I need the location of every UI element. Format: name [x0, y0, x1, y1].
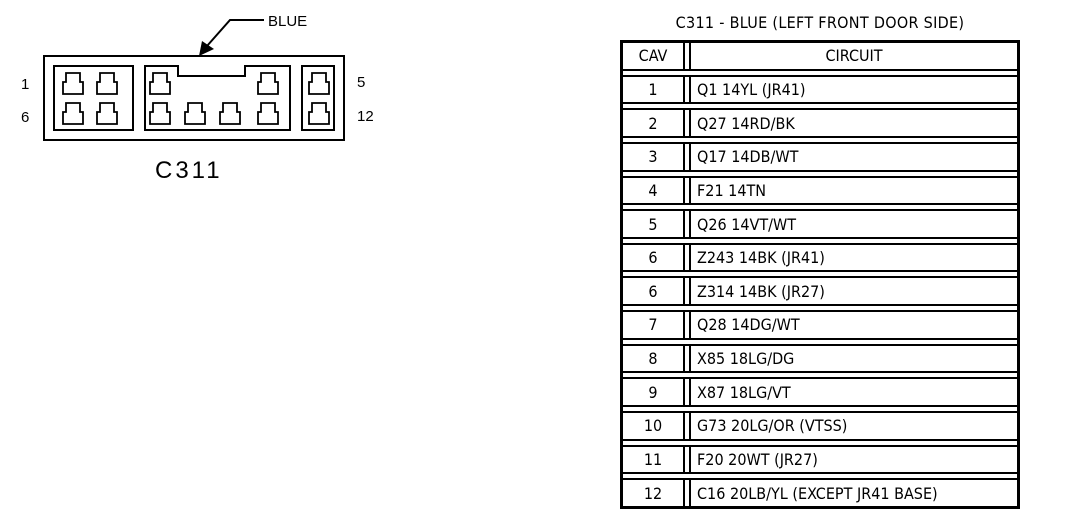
- connector-name: C311: [155, 157, 223, 184]
- cav-cell: 8: [623, 345, 685, 372]
- table-row: 10 G73 20LG/OR (VTSS): [623, 411, 1017, 441]
- circuit-cell: Z314 14BK (JR27): [689, 278, 1017, 305]
- table-title: C311 - BLUE (LEFT FRONT DOOR SIDE): [675, 13, 965, 32]
- circuit-cell: Q27 14RD/BK: [689, 110, 1017, 136]
- connector-housing: [43, 55, 345, 141]
- connector-diagram: BLUE 1 6 5 12 C311: [21, 13, 374, 184]
- table-row: 12 C16 20LB/YL (EXCEPT JR41 BASE): [623, 478, 1017, 506]
- circuit-cell: X87 18LG/VT: [689, 379, 1017, 406]
- table-row: 8 X85 18LG/DG: [623, 343, 1017, 374]
- circuit-cell: X85 18LG/DG: [689, 345, 1017, 372]
- terminal-cavity: [62, 72, 84, 95]
- terminal-cavity: [257, 72, 279, 95]
- header-cav: CAV: [623, 43, 685, 69]
- terminal-cavity: [62, 102, 84, 125]
- circuit-cell: Q17 14DB/WT: [689, 143, 1017, 170]
- circuit-cell: F20 20WT (JR27): [689, 446, 1017, 473]
- cavity-block-right: [301, 65, 335, 131]
- terminal-cavity: [96, 72, 118, 95]
- terminal-cavity: [184, 102, 206, 125]
- circuit-cell: Q26 14VT/WT: [689, 211, 1017, 237]
- cavity-block-left: [53, 65, 134, 131]
- terminal-cavity: [149, 72, 171, 95]
- circuit-cell: Q28 14DG/WT: [689, 312, 1017, 338]
- header-circuit: CIRCUIT: [689, 43, 1017, 69]
- circuit-cell: C16 20LB/YL (EXCEPT JR41 BASE): [689, 480, 1017, 506]
- pin-label-5: 5: [357, 74, 365, 91]
- terminal-cavity: [96, 102, 118, 125]
- table-row: 7 Q28 14DG/WT: [623, 310, 1017, 340]
- cav-cell: 10: [623, 413, 685, 439]
- pin-label-1: 1: [21, 76, 29, 93]
- terminal-cavity: [308, 102, 330, 125]
- terminal-cavity: [149, 102, 171, 125]
- terminal-cavity: [219, 102, 241, 125]
- cav-cell: 6: [623, 244, 685, 271]
- cav-cell: 6: [623, 278, 685, 305]
- pointer-label: BLUE: [268, 13, 307, 30]
- table-row: 5 Q26 14VT/WT: [623, 209, 1017, 239]
- table-row: 11 F20 20WT (JR27): [623, 444, 1017, 475]
- cav-cell: 9: [623, 379, 685, 406]
- cav-cell: 1: [623, 76, 685, 103]
- circuit-cell: G73 20LG/OR (VTSS): [689, 413, 1017, 439]
- cav-cell: 3: [623, 143, 685, 170]
- cav-cell: 2: [623, 110, 685, 136]
- table-row: 6 Z314 14BK (JR27): [623, 276, 1017, 307]
- terminal-cavity: [308, 72, 330, 95]
- pin-label-6: 6: [21, 109, 29, 126]
- cav-cell: 4: [623, 177, 685, 204]
- cavity-block-center: [144, 65, 291, 131]
- circuit-cell: Z243 14BK (JR41): [689, 244, 1017, 271]
- circuit-cell: Q1 14YL (JR41): [689, 76, 1017, 103]
- table-row: 9 X87 18LG/VT: [623, 377, 1017, 408]
- table-row: 2 Q27 14RD/BK: [623, 108, 1017, 138]
- cavity-table: CAV CIRCUIT 1 Q1 14YL (JR41) 2 Q27 14RD/…: [620, 40, 1020, 509]
- table-header-row: CAV CIRCUIT: [623, 43, 1017, 71]
- table-row: 1 Q1 14YL (JR41): [623, 74, 1017, 105]
- table-row: 6 Z243 14BK (JR41): [623, 242, 1017, 273]
- table-row: 4 F21 14TN: [623, 175, 1017, 206]
- cav-cell: 11: [623, 446, 685, 473]
- cav-cell: 5: [623, 211, 685, 237]
- circuit-cell: F21 14TN: [689, 177, 1017, 204]
- cav-cell: 7: [623, 312, 685, 338]
- pointer-arrow: [199, 19, 264, 56]
- terminal-group: [62, 72, 330, 125]
- pin-label-12: 12: [357, 108, 374, 125]
- table-row: 3 Q17 14DB/WT: [623, 141, 1017, 172]
- terminal-cavity: [257, 102, 279, 125]
- cav-cell: 12: [623, 480, 685, 506]
